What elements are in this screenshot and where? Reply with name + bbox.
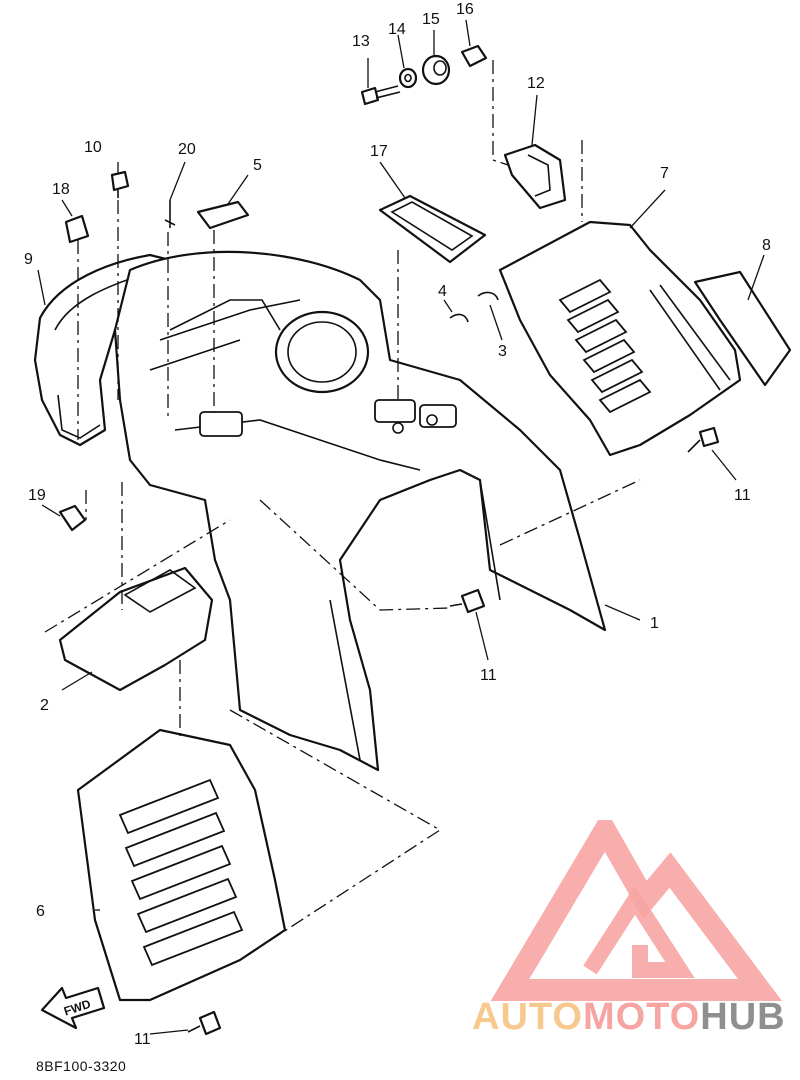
callout-6: 6 [36, 903, 45, 920]
part-1-front-body [113, 250, 607, 772]
part-11-bolt-right [687, 426, 720, 453]
part-10-screw [110, 170, 130, 198]
callout-11-right: 11 [734, 487, 751, 504]
part-3-hose [477, 291, 499, 301]
automotohub-logo-icon [490, 820, 782, 1001]
part-12-bracket [503, 143, 567, 210]
cover-7-louvers [558, 278, 731, 414]
part-4-hose [449, 313, 469, 323]
brand-part-auto: AUTO [472, 996, 583, 1038]
part-2-small-cover [58, 566, 214, 692]
part-20-rivet [164, 200, 176, 228]
part-5-cap [196, 200, 250, 230]
callout-1: 1 [650, 615, 659, 632]
callout-3: 3 [498, 343, 507, 360]
callout-12: 12 [527, 75, 545, 92]
part-6-left-cover [76, 728, 287, 1002]
part-17-pad [378, 194, 487, 264]
callout-14: 14 [388, 21, 406, 38]
logo-triangle-inner [583, 885, 695, 978]
drawing-code: 8BF100-3320 [36, 1058, 127, 1074]
callout-7: 7 [660, 165, 669, 182]
callout-17: 17 [370, 143, 388, 160]
brand-part-hub: HUB [700, 996, 786, 1038]
callout-2: 2 [40, 697, 49, 714]
callout-15: 15 [422, 11, 440, 28]
fwd-arrow-icon: FWD [40, 986, 106, 1030]
part-19-clip [58, 504, 87, 532]
callout-5: 5 [253, 157, 262, 174]
brand-part-moto: MOTO [582, 996, 701, 1038]
assembly-lines [44, 60, 641, 961]
automotohub-wordmark: AUTOMOTOHUB [472, 996, 786, 1039]
leader-lines [37, 19, 765, 1035]
part-11-bolt-bottom [187, 1010, 222, 1036]
part-16-collar [460, 44, 488, 68]
callout-11-center: 11 [480, 667, 497, 684]
callout-10: 10 [84, 139, 102, 156]
cover-6-louvers [118, 778, 244, 967]
logo-triangle-outer [490, 820, 782, 1001]
part-15-grommet [421, 54, 451, 86]
callout-20: 20 [178, 141, 196, 158]
part-8-flap [693, 270, 792, 387]
callout-9: 9 [24, 251, 33, 268]
part-11-bolt-center [449, 588, 486, 614]
callout-8: 8 [762, 237, 771, 254]
callout-labels: 1 2 3 4 5 6 7 8 9 10 11 11 11 11 12 13 1… [24, 1, 771, 1048]
callout-11-bottom: 11 [134, 1031, 151, 1048]
callout-18: 18 [52, 181, 70, 198]
callout-16: 16 [456, 1, 474, 18]
callout-19: 19 [28, 487, 46, 504]
part-14-washer [398, 67, 418, 89]
part-13-bolt [360, 85, 401, 106]
callout-13: 13 [352, 33, 370, 50]
part-7-right-cover [498, 220, 742, 457]
part-18-nut [64, 214, 90, 244]
callout-4: 4 [438, 283, 447, 300]
